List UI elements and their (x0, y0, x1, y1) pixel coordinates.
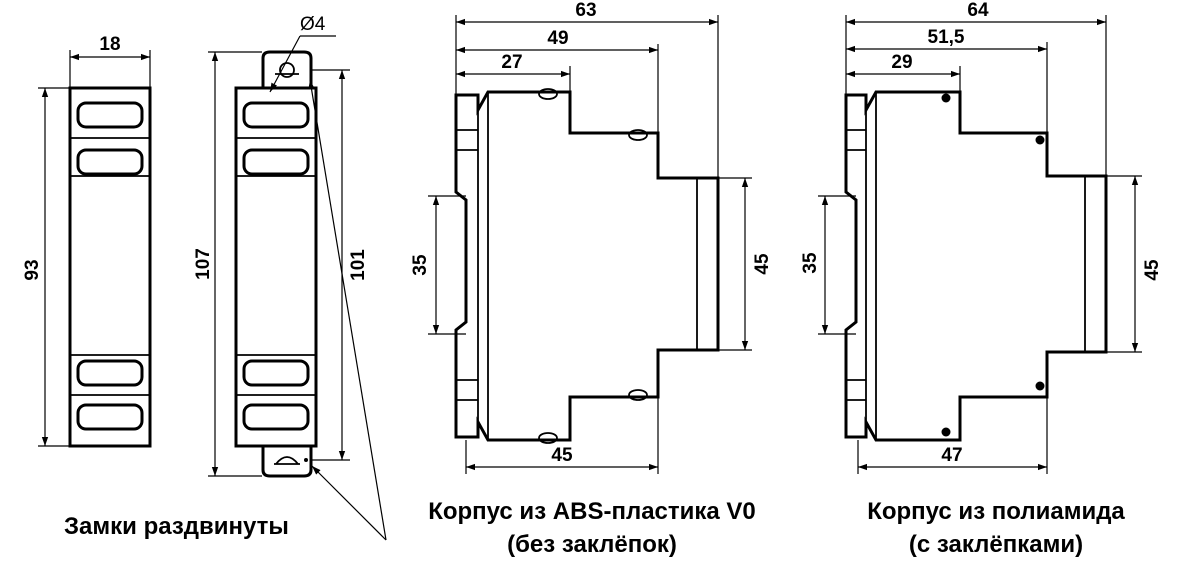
rivet-icon (941, 93, 951, 103)
pa-depth-dim: 64 (967, 0, 989, 21)
pa-step1-dim: 29 (891, 52, 912, 73)
front-slot-4 (76, 403, 144, 431)
front-view: 18 93 (22, 34, 152, 448)
hole-diameter-dim: Ø4 (300, 14, 326, 35)
pa-caption-line2: (с заклёпками) (909, 531, 1083, 558)
latch-body-outline (234, 86, 318, 448)
abs-body-outline (454, 90, 720, 442)
front-slot-3 (76, 359, 144, 387)
abs-front-dim: 45 (752, 253, 773, 275)
abs-caption-line2: (без заклёпок) (507, 531, 677, 558)
latch-total-height-dim: 107 (193, 248, 214, 280)
pa-rail-dim: 35 (800, 252, 821, 274)
abs-depth-dim: 63 (575, 0, 596, 21)
pa-step2-dim: 51,5 (928, 27, 965, 48)
screw-icon (628, 129, 648, 141)
latch-note: Замки раздвинуты (64, 513, 289, 540)
pa-front-dim: 45 (1142, 259, 1163, 281)
front-slot-2 (76, 148, 144, 176)
screw-icon (538, 432, 558, 444)
front-slot-1 (76, 101, 144, 129)
screw-icon (628, 389, 648, 401)
latch-hole-span-dim: 101 (348, 249, 369, 281)
pa-caption-line1: Корпус из полиамида (867, 498, 1125, 525)
side-view-pa: 64 51,5 29 35 45 47 (800, 0, 1163, 474)
latch-view: Ø4 107 101 (193, 14, 387, 541)
latch-hole-icon (279, 62, 295, 78)
bottom-latch (261, 446, 313, 478)
abs-step1-dim: 27 (501, 52, 522, 73)
rivet-icon (941, 427, 951, 437)
abs-step2-dim: 49 (547, 28, 568, 49)
abs-caption-line1: Корпус из ABS-пластика V0 (428, 498, 756, 525)
rivet-icon (1035, 381, 1045, 391)
front-height-dim: 93 (22, 259, 43, 280)
side-view-abs: 63 49 27 35 45 45 (410, 0, 773, 474)
hole-leader-line (269, 35, 301, 93)
top-latch (261, 50, 313, 88)
rivet-icon (1035, 135, 1045, 145)
front-width-dim: 18 (99, 34, 120, 55)
screw-icon (538, 88, 558, 100)
abs-base-dim: 45 (551, 445, 573, 466)
pa-base-dim: 47 (941, 445, 962, 466)
front-body-outline (68, 86, 152, 448)
pa-body-outline (844, 90, 1108, 442)
abs-rail-dim: 35 (410, 254, 431, 276)
